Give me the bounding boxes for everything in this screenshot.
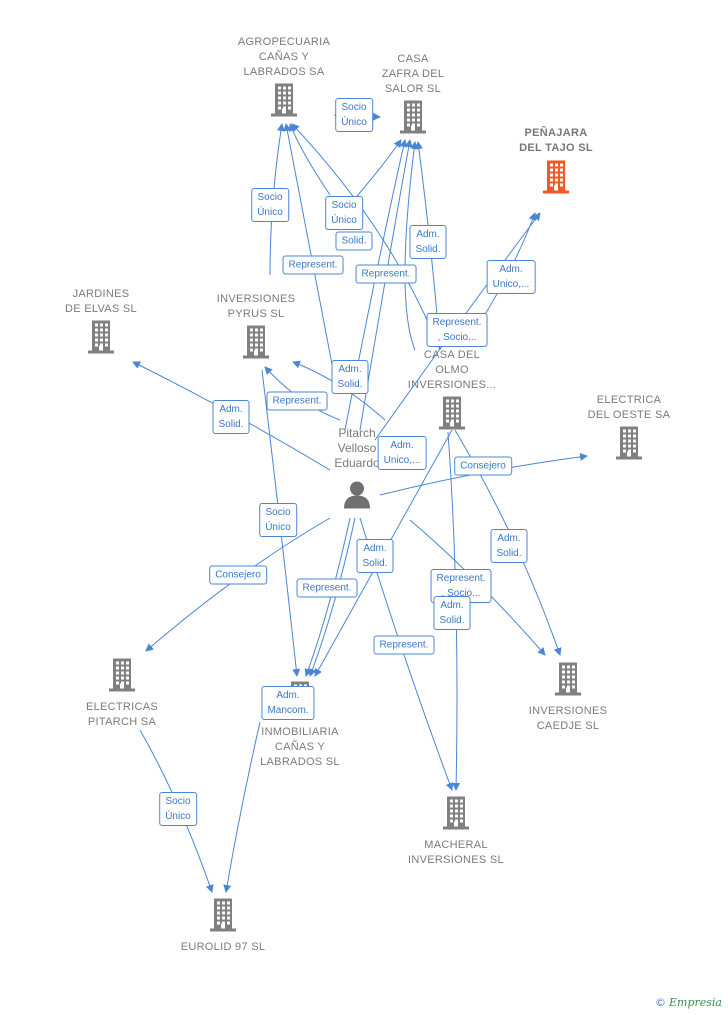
person-icon-wrapper [341, 479, 373, 516]
relation-label[interactable]: Adm. Unico,... [377, 436, 427, 470]
company-label: INMOBILIARIA CAÑAS Y LABRADOS SL [260, 726, 340, 768]
relation-label[interactable]: Represent. [373, 635, 435, 655]
building-icon-wrapper [540, 159, 572, 200]
building-icon-wrapper [440, 795, 472, 836]
company-label: CASA ZAFRA DEL SALOR SL [381, 53, 445, 95]
relation-label[interactable]: Represent. , Socio... [426, 313, 488, 347]
building-icon-wrapper [240, 324, 272, 365]
relationship-link [283, 123, 336, 381]
relation-label[interactable]: Socio Único [159, 792, 197, 826]
building-icon [109, 658, 135, 692]
building-icon-wrapper [552, 661, 584, 702]
relationship-link [308, 517, 356, 677]
relation-label[interactable]: Consejero [454, 456, 512, 476]
building-icon-wrapper [106, 657, 138, 698]
relationship-link [304, 517, 351, 677]
building-icon [543, 160, 569, 194]
company-label: INVERSIONES PYRUS SL [216, 293, 296, 320]
relation-label[interactable]: Adm. Solid. [331, 360, 369, 394]
building-icon [443, 796, 469, 830]
relation-label[interactable]: Represent. [282, 255, 344, 275]
relation-label[interactable]: Adm. Solid. [356, 539, 394, 573]
relation-label[interactable]: Solid. [335, 231, 373, 251]
company-label: MACHERAL INVERSIONES SL [408, 839, 504, 866]
relation-label[interactable]: Adm. Solid. [409, 225, 447, 259]
company-label: JARDINES DE ELVAS SL [65, 288, 137, 315]
relation-label[interactable]: Adm. Solid. [433, 596, 471, 630]
company-label: ELECTRICA DEL OESTE SA [587, 394, 671, 421]
building-icon-wrapper [613, 425, 645, 466]
relation-label[interactable]: Adm. Solid. [212, 400, 250, 434]
relation-label[interactable]: Socio Único [325, 196, 363, 230]
footer-brand[interactable]: ©Empresia [655, 996, 722, 1009]
building-icon-wrapper [268, 82, 300, 123]
relation-label[interactable]: Consejero [209, 565, 267, 585]
copyright-icon: © [655, 996, 666, 1009]
building-icon [88, 320, 114, 354]
building-icon [243, 325, 269, 359]
person-icon [344, 481, 370, 509]
relationship-link [223, 721, 261, 893]
relation-label[interactable]: Socio Único [259, 503, 297, 537]
relation-label[interactable]: Socio Único [335, 98, 373, 132]
relation-label[interactable]: Adm. Mancom. [261, 686, 315, 720]
building-icon [271, 83, 297, 117]
relation-label[interactable]: Represent. [296, 578, 358, 598]
building-icon [616, 426, 642, 460]
relation-label[interactable]: Represent. [355, 264, 417, 284]
building-icon-wrapper [85, 319, 117, 360]
company-label: EUROLID 97 SL [180, 941, 266, 953]
relation-label[interactable]: Adm. Solid. [490, 529, 528, 563]
company-label: ELECTRICAS PITARCH SA [85, 701, 159, 728]
building-icon [210, 898, 236, 932]
building-icon-wrapper [436, 395, 468, 436]
person-label: Pitarch Velloso Eduardo [334, 426, 380, 470]
building-icon [400, 100, 426, 134]
brand-name: Empresia [669, 996, 722, 1009]
company-label: INVERSIONES CAEDJE SL [528, 705, 608, 732]
company-label: CASA DEL OLMO INVERSIONES... [407, 349, 497, 391]
building-icon [555, 662, 581, 696]
building-icon-wrapper [397, 99, 429, 140]
company-label: AGROPECUARIA CAÑAS Y LABRADOS SA [237, 36, 331, 78]
relation-label[interactable]: Socio Único [251, 188, 289, 222]
relation-label[interactable]: Adm. Unico,... [486, 260, 536, 294]
relation-label[interactable]: Represent. [266, 391, 328, 411]
company-label: PEÑAJARA DEL TAJO SL [519, 127, 593, 154]
building-icon-wrapper [207, 897, 239, 938]
building-icon [439, 396, 465, 430]
